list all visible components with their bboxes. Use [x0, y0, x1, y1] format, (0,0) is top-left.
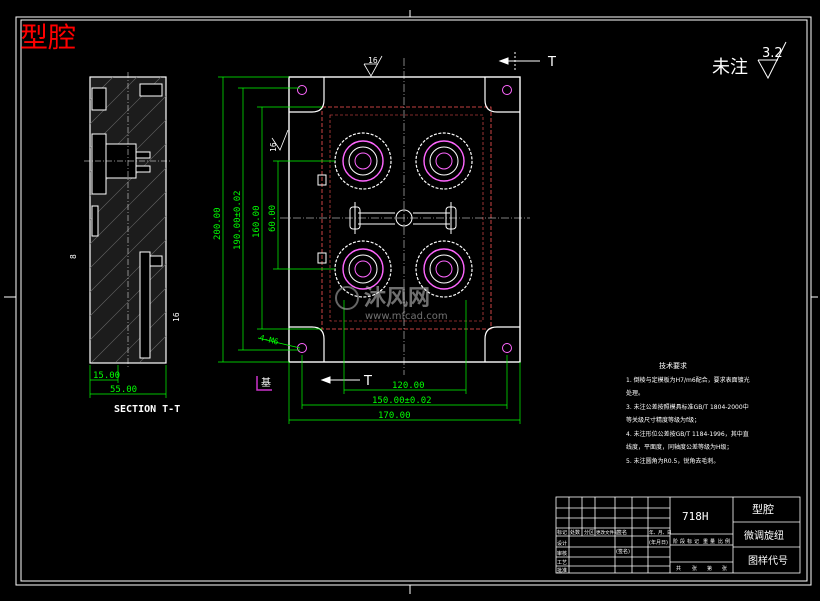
tb-assembly: 微调旋纽: [744, 529, 784, 542]
cavity-4: [415, 240, 473, 298]
datum-label: 基: [261, 376, 271, 389]
dim-120: 120.00: [392, 381, 425, 391]
roughness-icon: [757, 41, 787, 80]
bolt-hole-tl: [297, 85, 307, 95]
tb-sheet-cell: 共: [676, 565, 681, 572]
roughness-16-side: 16: [172, 312, 181, 322]
horizontal-dimensions: [257, 300, 521, 424]
tb-row-label: 工艺: [557, 560, 567, 566]
dim-15: 15.00: [93, 371, 120, 381]
tb-part-name: 型腔: [752, 502, 774, 516]
tb-material: 718H: [682, 510, 709, 523]
tb-sign-mark: (签名): [616, 548, 630, 555]
tb-sheet-cell: 张: [692, 565, 697, 572]
tb-header-cell: 更改文件号: [596, 529, 619, 536]
dim-60: 60.00: [268, 205, 278, 232]
plan-centerlines: [280, 58, 530, 375]
roughness-8-label: 8: [69, 254, 78, 259]
title-block: 718H 型腔 微调旋纽 图样代号 标记 处数 分区 更改文件号 签名 年、月、…: [555, 496, 801, 574]
tb-drawing-no: 图样代号: [748, 554, 788, 567]
datum-stamp: [256, 376, 272, 391]
dim-55: 55.00: [110, 385, 137, 395]
note-label: 未注: [712, 57, 748, 78]
dim-150: 150.00±0.02: [372, 396, 432, 406]
cavity-1: [334, 132, 392, 190]
tech-note-line: 处理。: [626, 389, 644, 397]
roughness-value: 3.2: [762, 46, 783, 61]
cavity-2: [415, 132, 473, 190]
tb-row-label: 批准: [557, 567, 567, 574]
tb-sheet-cell: 第: [707, 565, 712, 572]
section-title: SECTION T-T: [114, 404, 180, 415]
tb-row-label: 审核: [557, 550, 567, 557]
sheet-border: [4, 10, 818, 594]
section-view: 15.00 55.00 8 16 SECTION T-T: [69, 72, 181, 415]
tb-header-cell: 标记: [557, 529, 567, 536]
roughness-16-left: 16: [269, 142, 278, 152]
tb-date-mark: (年月日): [649, 539, 668, 546]
tb-header-cell: 分区: [584, 529, 594, 536]
tech-note-line: 线度，平面度，同轴度公差等级为H级；: [626, 443, 733, 451]
dim-170: 170.00: [378, 411, 411, 421]
tb-stage-cell: 标: [687, 538, 692, 545]
roughness-16-top: 16: [368, 56, 378, 65]
plate-outline: [288, 76, 521, 363]
watermark: 沐风网 www.mfcad.com: [335, 286, 448, 322]
dim-holes: 4-M6: [259, 333, 280, 346]
bolt-holes: [297, 85, 512, 353]
tb-stage-cell: 记: [694, 538, 699, 545]
tb-stage-cell: 量: [710, 538, 715, 545]
pin-marks: [317, 174, 327, 264]
vertical-dimensions: [218, 76, 335, 363]
tech-note-line: 等关级尺寸精度等级为f级；: [626, 416, 700, 424]
tb-row-label: 设计: [557, 540, 567, 547]
tb-stage-cell: 比: [718, 538, 723, 545]
section-centerlines: [84, 72, 172, 368]
section-dimensions: [89, 365, 167, 398]
tech-note-line: 5. 未注圆角为R0.5，锐角去毛刺。: [626, 457, 719, 465]
tb-stage-cell: 阶: [673, 538, 678, 545]
cavities: [334, 132, 473, 298]
corner-notches: [289, 77, 520, 362]
tech-note-line: 3. 未注公差按照模具标准GB/T 1804-2000中: [626, 403, 749, 411]
tb-sheet-cell: 张: [722, 565, 727, 572]
surface-roughness-note: 未注 3.2: [712, 41, 787, 80]
plan-view: [280, 58, 530, 375]
section-cut-markers: [320, 52, 540, 384]
roughness-symbols: [271, 55, 383, 151]
watermark-url: www.mfcad.com: [365, 311, 448, 322]
tech-notes-heading: 技术要求: [659, 361, 687, 370]
section-mark-bottom: T: [363, 374, 372, 389]
section-mark-top: T: [547, 55, 556, 70]
tb-stage-cell: 例: [725, 538, 730, 545]
dim-190: 190.00±0.02: [233, 190, 243, 250]
tech-note-line: 1. 倒棱与定模板为H7/m6配合，要求表面镀光: [626, 376, 750, 384]
drawing-title: 型腔: [20, 21, 76, 54]
technical-notes: 技术要求 1. 倒棱与定模板为H7/m6配合，要求表面镀光 处理。 3. 未注公…: [626, 361, 750, 465]
dim-160: 160.00: [252, 205, 262, 238]
dim-200: 200.00: [213, 207, 223, 240]
watermark-brand: 沐风网: [364, 286, 430, 311]
bolt-hole-br: [502, 343, 512, 353]
bolt-hole-bl: [297, 343, 307, 353]
bolt-hole-tr: [502, 85, 512, 95]
tb-header-cell: 签名: [617, 529, 627, 536]
tb-stage-cell: 重: [703, 538, 708, 545]
tb-header-cell: 年、月、日: [649, 529, 672, 536]
tech-note-line: 4. 未注形位公差按GB/T 1184-1996，其中直: [626, 430, 749, 438]
watermark-logo-icon: [335, 286, 359, 310]
tb-stage-cell: 段: [680, 538, 685, 545]
tb-header-cell: 处数: [570, 529, 580, 536]
